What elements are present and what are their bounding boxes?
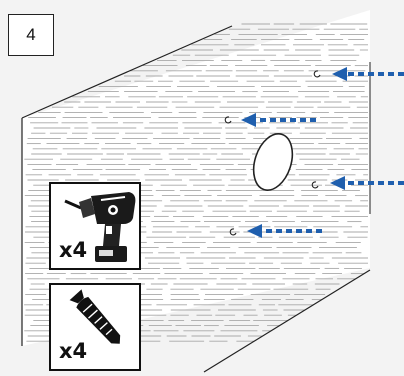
wall-top-edge [21,25,233,119]
drill-hole [313,70,321,78]
drill-tool-box: x4 [49,182,141,270]
wall-plug-tool-box: x4 [49,283,141,371]
drill-hole [224,116,232,124]
drill-arrow [241,113,316,127]
wall-plug-quantity: x4 [59,339,88,363]
wall-bottom-edge [203,269,371,373]
drill-arrow [247,224,322,238]
oval-mirror-outline [252,133,294,191]
drill-icon [64,192,136,262]
drill-hole [229,228,237,236]
step-number: 4 [26,25,36,44]
step-number-box: 4 [8,14,54,56]
drill-quantity: x4 [59,238,88,262]
drill-hole [311,181,319,189]
drill-arrow [332,67,404,81]
wall-plug-icon [69,289,121,344]
drill-arrow [330,176,404,190]
arrows [241,67,404,238]
